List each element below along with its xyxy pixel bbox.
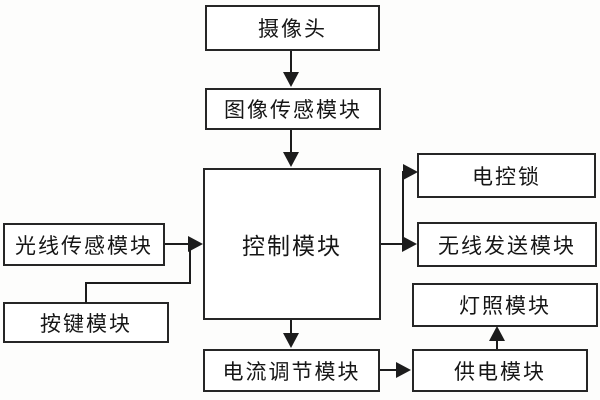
edge-control-to-current-regulation: [290, 320, 292, 335]
node-camera-label: 摄像头: [258, 17, 327, 41]
node-image-sensor-label: 图像传感模块: [224, 98, 362, 122]
edge-key-button-horizontal: [85, 282, 191, 284]
edge-camera-to-image-sensor: [290, 51, 292, 74]
arrowhead-current-regulation-to-power: [396, 362, 411, 378]
arrowhead-power-to-lighting: [489, 326, 505, 341]
node-control: 控制模块: [203, 168, 381, 320]
edge-power-to-lighting: [496, 340, 498, 349]
node-current-regulation-label: 电流调节模块: [222, 359, 361, 384]
arrowhead-control-to-wireless: [402, 236, 417, 252]
node-wireless-transmit: 无线发送模块: [417, 222, 597, 267]
node-lighting-label: 灯照模块: [459, 294, 551, 318]
node-lighting: 灯照模块: [412, 283, 598, 327]
edge-key-button-riser: [85, 282, 87, 303]
node-control-label: 控制模块: [242, 234, 342, 259]
node-key-button-label: 按键模块: [40, 311, 132, 336]
edge-light-sensor-to-control: [165, 243, 189, 245]
edge-image-sensor-to-control: [290, 130, 292, 154]
arrowhead-light-sensor-to-control: [188, 236, 203, 252]
node-image-sensor: 图像传感模块: [205, 88, 381, 130]
node-key-button: 按键模块: [3, 302, 169, 343]
edge-control-to-wireless: [381, 243, 404, 245]
node-wireless-transmit-label: 无线发送模块: [438, 233, 576, 258]
node-current-regulation: 电流调节模块: [203, 349, 380, 392]
node-electric-lock: 电控锁: [417, 153, 596, 198]
node-power-supply: 供电模块: [412, 349, 588, 392]
edge-key-button-join: [189, 244, 191, 284]
node-light-sensor-label: 光线传感模块: [15, 233, 153, 258]
node-power-supply-label: 供电模块: [454, 359, 546, 384]
arrowhead-image-sensor-to-control: [283, 152, 299, 167]
arrowhead-control-to-current-regulation: [283, 333, 299, 348]
node-electric-lock-label: 电控锁: [472, 164, 541, 189]
arrowhead-control-to-lock: [403, 164, 418, 180]
edge-control-to-lock-branch: [402, 171, 404, 245]
arrowhead-camera-to-image-sensor: [283, 72, 299, 87]
node-light-sensor: 光线传感模块: [3, 223, 165, 266]
edge-current-regulation-to-power: [380, 369, 397, 371]
node-camera: 摄像头: [205, 5, 380, 51]
